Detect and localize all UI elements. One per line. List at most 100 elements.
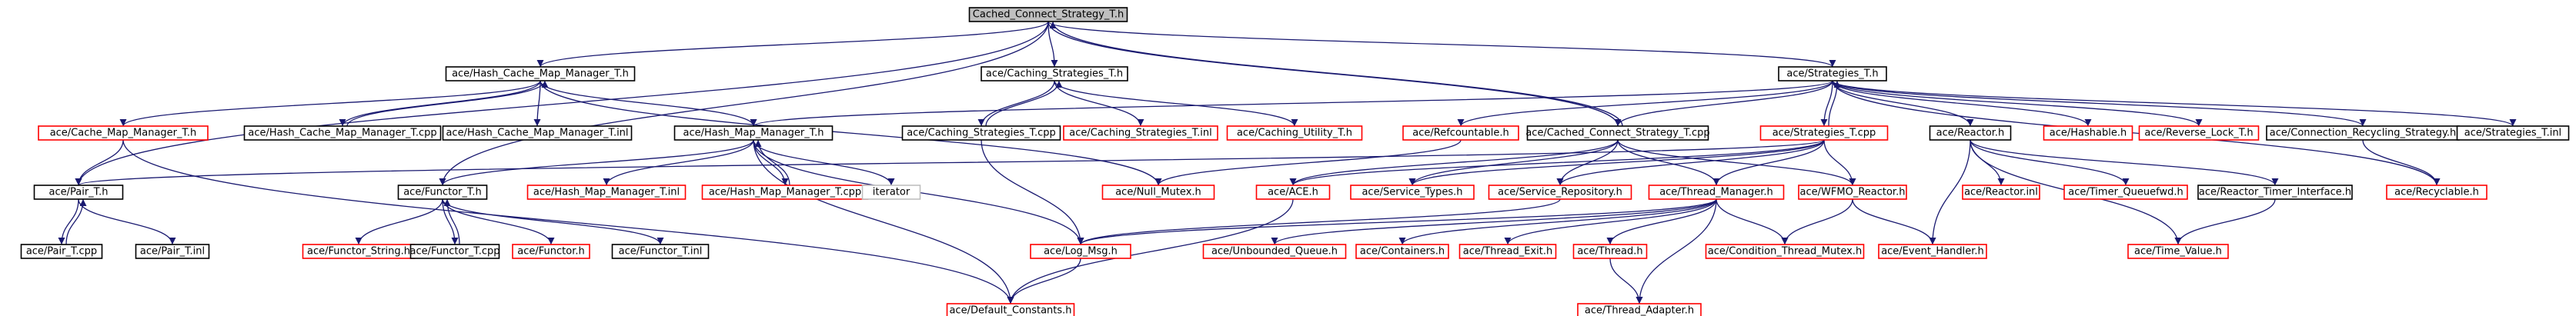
node-thr-exit[interactable]: ace/Thread_Exit.h — [1458, 244, 1557, 259]
node-cond-mutex[interactable]: ace/Condition_Thread_Mutex.h — [1705, 244, 1865, 259]
node-box — [1101, 185, 1215, 200]
node-cu-h[interactable]: ace/Caching_Utility_T.h — [1226, 125, 1363, 141]
node-box — [2456, 125, 2570, 141]
node-label: ace/Caching_Strategies_T.h — [986, 68, 1123, 80]
node-pair-inl[interactable]: ace/Pair_T.inl — [135, 244, 210, 259]
node-functor-h[interactable]: ace/Functor_T.h — [397, 185, 488, 200]
edge-cmm_h-to-def_const — [122, 139, 1014, 304]
node-functor-plain[interactable]: ace/Functor.h — [512, 244, 590, 259]
node-hcmm-inl[interactable]: ace/Hash_Cache_Map_Manager_T.inl — [442, 125, 633, 141]
node-label: ace/Pair_T.inl — [140, 246, 205, 258]
node-label: ace/Refcountable.h — [1412, 128, 1509, 139]
node-root[interactable]: Cached_Connect_Strategy_T.h — [968, 7, 1128, 22]
node-timer-qfwd[interactable]: ace/Timer_Queuefwd.h — [2063, 185, 2188, 200]
edge-st_h-to-st_inl — [1832, 80, 2517, 127]
node-thr-mgr[interactable]: ace/Thread_Manager.h — [1648, 185, 1785, 200]
node-cs-cpp[interactable]: ace/Caching_Strategies_T.cpp — [901, 125, 1061, 141]
node-label: ace/Caching_Utility_T.h — [1237, 128, 1352, 139]
node-containers[interactable]: ace/Containers.h — [1355, 244, 1449, 259]
node-box — [1705, 244, 1865, 259]
node-log-msg[interactable]: ace/Log_Msg.h — [1030, 244, 1131, 259]
node-cs-inl[interactable]: ace/Caching_Strategies_T.inl — [1063, 125, 1218, 141]
node-box — [20, 244, 103, 259]
node-rti-h[interactable]: ace/Reactor_Timer_Interface.h — [2197, 185, 2353, 200]
node-ace-h[interactable]: ace/ACE.h — [1255, 185, 1331, 200]
edge-pair_h-to-pair_cpp — [58, 198, 79, 245]
edge-thr_mgr-to-cond_mutex — [1716, 198, 1789, 245]
node-time-value[interactable]: ace/Time_Value.h — [2127, 244, 2229, 259]
node-box — [442, 125, 633, 141]
node-thread-h[interactable]: ace/Thread.h — [1572, 244, 1648, 259]
node-hashable-h[interactable]: ace/Hashable.h — [2043, 125, 2133, 141]
node-label: ace/Hash_Map_Manager_T.h — [683, 128, 824, 139]
edge-hcmm_cpp-to-hcmm_h — [346, 80, 549, 127]
node-evh[interactable]: ace/Event_Handler.h — [1878, 244, 1987, 259]
edge-svc_repo-to-log_msg — [1077, 198, 1561, 245]
node-hmm-h[interactable]: ace/Hash_Map_Manager_T.h — [673, 125, 834, 141]
node-box — [1063, 125, 1218, 141]
node-label: ace/Default_Constants.h — [949, 305, 1071, 316]
node-unb-queue[interactable]: ace/Unbounded_Queue.h — [1202, 244, 1347, 259]
node-cs-h[interactable]: ace/Caching_Strategies_T.h — [981, 66, 1128, 81]
node-hmm-cpp[interactable]: ace/Hash_Map_Manager_T.cpp — [701, 185, 869, 200]
edge-pair_h-to-pair_inl — [78, 198, 176, 245]
node-reactor-inl[interactable]: ace/Reactor.inl — [1962, 185, 2040, 200]
node-box — [1878, 244, 1987, 259]
edge-st_cpp-to-wfmo — [1823, 139, 1856, 186]
node-cmm-h[interactable]: ace/Cache_Map_Manager_T.h — [38, 125, 209, 141]
node-rlock-h[interactable]: ace/Reverse_Lock_T.h — [2138, 125, 2260, 141]
edge-st_cpp-to-svc_repo — [1556, 139, 1825, 186]
edge-st_h-to-reactor_h — [1832, 80, 1974, 127]
node-functor-str[interactable]: ace/Functor_String.h — [302, 244, 416, 259]
node-box — [1458, 244, 1557, 259]
edge-st_cpp-to-ace_h — [1289, 139, 1825, 186]
node-functor-cpp[interactable]: ace/Functor_T.cpp — [409, 244, 500, 259]
node-def-const[interactable]: ace/Default_Constants.h — [946, 303, 1075, 316]
node-box — [1526, 125, 1709, 141]
node-label: ace/Condition_Thread_Mutex.h — [1708, 246, 1862, 258]
edge-hmm_h-to-functor_h — [439, 139, 754, 186]
edge-root-to-hcmm_h — [536, 21, 1049, 68]
node-crs-h[interactable]: ace/Connection_Recycling_Strategy.h — [2266, 125, 2460, 141]
node-hcmm-h[interactable]: ace/Hash_Cache_Map_Manager_T.h — [445, 66, 636, 81]
edge-thr_mgr-to-thread_h — [1606, 198, 1717, 245]
node-reactor-h[interactable]: ace/Reactor.h — [1929, 125, 2012, 141]
edge-cs_cpp-to-cs_h — [985, 80, 1063, 127]
node-box — [512, 244, 590, 259]
node-ref-h[interactable]: ace/Refcountable.h — [1402, 125, 1519, 141]
node-st-inl[interactable]: ace/Strategies_T.inl — [2456, 125, 2570, 141]
node-box — [1255, 185, 1331, 200]
node-hmm-inl[interactable]: ace/Hash_Map_Manager_T.inl — [526, 185, 687, 200]
node-recyclable[interactable]: ace/Recyclable.h — [2386, 185, 2487, 200]
node-pair-cpp[interactable]: ace/Pair_T.cpp — [20, 244, 103, 259]
node-label: Cached_Connect_Strategy_T.h — [973, 9, 1124, 21]
node-label: ace/Log_Msg.h — [1044, 246, 1118, 258]
node-wfmo[interactable]: ace/WFMO_Reactor.h — [1798, 185, 1907, 200]
node-thr-adapter[interactable]: ace/Thread_Adapter.h — [1577, 303, 1702, 316]
node-svc-repo[interactable]: ace/Service_Repository.h — [1488, 185, 1632, 200]
node-st-h[interactable]: ace/Strategies_T.h — [1778, 66, 1887, 81]
edge-ccs_cpp-to-ace_h — [1289, 139, 1619, 186]
node-functor-inl[interactable]: ace/Functor_T.inl — [611, 244, 710, 259]
node-ccs-cpp[interactable]: ace/Cached_Connect_Strategy_T.cpp — [1525, 125, 1710, 141]
edge-functor_cpp-to-functor_h — [443, 198, 460, 245]
node-box — [1759, 125, 1889, 141]
edge-root-to-st_h — [1047, 21, 1836, 68]
node-box — [1226, 125, 1363, 141]
node-box — [409, 244, 500, 259]
edge-ccs_cpp-to-thr_mgr — [1617, 139, 1720, 186]
node-st-cpp[interactable]: ace/Strategies_T.cpp — [1759, 125, 1889, 141]
edge-log_msg-to-def_const — [1007, 258, 1081, 304]
node-label: ace/Recyclable.h — [2394, 187, 2479, 198]
node-box — [2386, 185, 2487, 200]
edge-hcmm_h-to-hmm_h — [540, 80, 757, 127]
node-null-mutex[interactable]: ace/Null_Mutex.h — [1101, 185, 1215, 200]
node-box — [445, 66, 636, 81]
edge-wfmo-to-cond_mutex — [1781, 198, 1853, 245]
node-hcmm-cpp[interactable]: ace/Hash_Cache_Map_Manager_T.cpp — [243, 125, 442, 141]
node-pair-h[interactable]: ace/Pair_T.h — [33, 185, 124, 200]
edge-hcmm_h-to-hcmm_cpp — [339, 80, 541, 127]
node-svc-types[interactable]: ace/Service_Types.h — [1350, 185, 1475, 200]
edge-reactor_h-to-evh — [1929, 139, 1971, 245]
node-box — [611, 244, 710, 259]
